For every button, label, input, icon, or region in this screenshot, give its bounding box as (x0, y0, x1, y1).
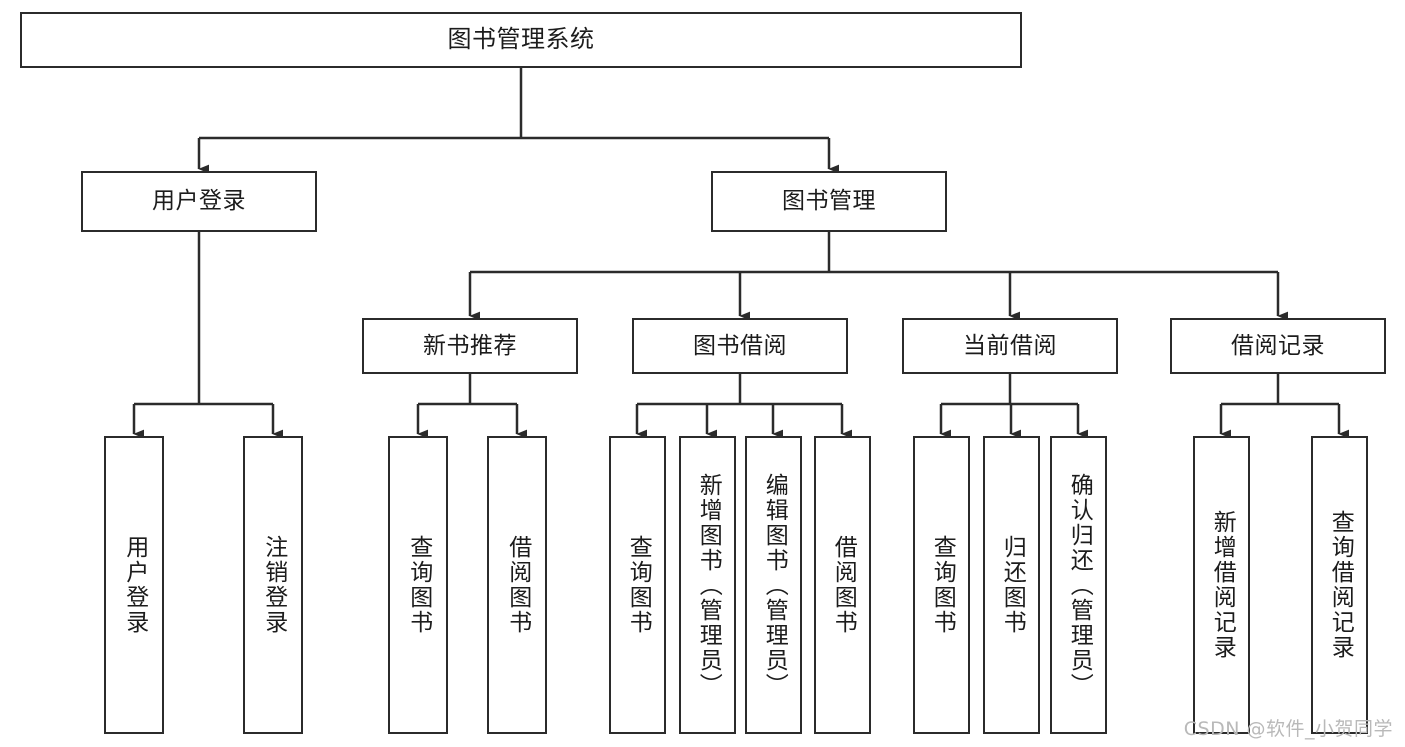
node-root-label: 图书管理系统 (447, 25, 595, 54)
leaf-br-add-record[interactable]: 新增借阅记录 (1193, 436, 1250, 734)
leaf-nb-query-book[interactable]: 查询图书 (388, 436, 448, 734)
leaf-br-query-record[interactable]: 查询借阅记录 (1311, 436, 1368, 734)
leaf-cb-return-book[interactable]: 归还图书 (983, 436, 1040, 734)
node-user-login[interactable]: 用户登录 (81, 171, 317, 232)
leaf-bb-add-book[interactable]: 新增图书（管理员） (679, 436, 736, 734)
node-book-borrow[interactable]: 图书借阅 (632, 318, 848, 374)
leaf-nb-query-book-label: 查询图书 (405, 535, 432, 635)
leaf-nb-borrow-book-label: 借阅图书 (504, 535, 531, 635)
leaf-bb-add-book-label: 新增图书（管理员） (695, 472, 722, 698)
node-book-management-label: 图书管理 (782, 188, 876, 215)
leaf-bb-borrow-book[interactable]: 借阅图书 (814, 436, 871, 734)
leaf-bb-edit-book-label: 编辑图书（管理员） (761, 472, 788, 698)
leaf-cb-confirm-return-label: 确认归还（管理员） (1066, 472, 1093, 698)
leaf-cb-query-book[interactable]: 查询图书 (913, 436, 970, 734)
node-book-management[interactable]: 图书管理 (711, 171, 947, 232)
leaf-br-add-record-label: 新增借阅记录 (1209, 510, 1236, 660)
leaf-cb-confirm-return[interactable]: 确认归还（管理员） (1050, 436, 1107, 734)
leaf-bb-query-book[interactable]: 查询图书 (609, 436, 666, 734)
leaf-user-login-label: 用户登录 (121, 535, 148, 635)
leaf-bb-borrow-book-label: 借阅图书 (830, 535, 857, 635)
node-root[interactable]: 图书管理系统 (20, 12, 1022, 68)
leaf-logout[interactable]: 注销登录 (243, 436, 303, 734)
node-user-login-label: 用户登录 (152, 188, 246, 215)
leaf-br-query-record-label: 查询借阅记录 (1327, 510, 1354, 660)
leaf-logout-label: 注销登录 (260, 535, 287, 635)
leaf-cb-return-book-label: 归还图书 (999, 535, 1026, 635)
node-current-borrow[interactable]: 当前借阅 (902, 318, 1118, 374)
node-current-borrow-label: 当前借阅 (963, 332, 1057, 359)
node-book-borrow-label: 图书借阅 (693, 332, 787, 359)
node-borrow-record[interactable]: 借阅记录 (1170, 318, 1386, 374)
node-new-book-recommend-label: 新书推荐 (423, 332, 517, 359)
node-new-book-recommend[interactable]: 新书推荐 (362, 318, 578, 374)
leaf-bb-query-book-label: 查询图书 (625, 535, 652, 635)
leaf-user-login[interactable]: 用户登录 (104, 436, 164, 734)
watermark-text: CSDN @软件_小贺同学 (1183, 718, 1393, 740)
leaf-cb-query-book-label: 查询图书 (929, 535, 956, 635)
leaf-bb-edit-book[interactable]: 编辑图书（管理员） (745, 436, 802, 734)
node-borrow-record-label: 借阅记录 (1231, 332, 1325, 359)
leaf-nb-borrow-book[interactable]: 借阅图书 (487, 436, 547, 734)
